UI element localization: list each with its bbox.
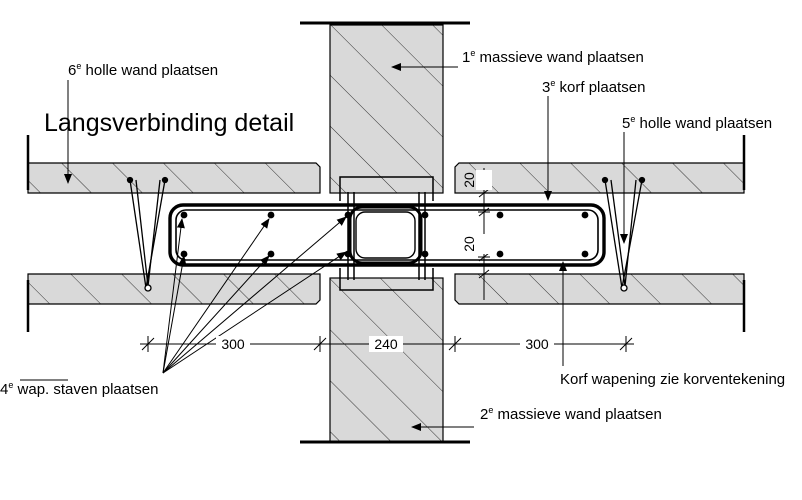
label-wall-1: 1e massieve wand plaatsen: [462, 48, 644, 66]
hollow-wall-left: [26, 135, 321, 332]
lattice-girder-left: [126, 176, 169, 292]
stirrup-clips: [339, 176, 434, 291]
bar-leaders: [162, 216, 347, 374]
dim-right-span: 300: [525, 336, 549, 352]
label-wall-2: 2e massieve wand plaatsen: [480, 405, 662, 423]
dim-center-span: 240: [374, 336, 398, 352]
label-staven-4: 4e wap. staven plaatsen: [0, 380, 158, 398]
dimension-line-vertical: [476, 168, 492, 300]
lattice-girder-right: [601, 176, 646, 292]
label-korf-3: 3e korf plaatsen: [542, 78, 645, 96]
hollow-wall-right: [454, 135, 746, 332]
dim-gap-bottom: 20: [461, 236, 477, 252]
dim-left-span: 300: [221, 336, 245, 352]
label-holle-5: 5e holle wand plaatsen: [622, 114, 772, 132]
leader-lines: [20, 63, 628, 431]
rebar-dots: [180, 211, 589, 258]
dimension-line-horizontal: [140, 336, 634, 352]
drawing-title: Langsverbinding detail: [44, 109, 294, 137]
label-holle-6: 6e holle wand plaatsen: [68, 61, 218, 79]
solid-wall-top: [300, 21, 470, 194]
dim-gap-top: 20: [461, 172, 477, 188]
label-korf-note: Korf wapening zie korventekening: [560, 371, 785, 388]
solid-wall-bottom: [300, 277, 470, 444]
reinforcement-cage: [168, 203, 606, 267]
